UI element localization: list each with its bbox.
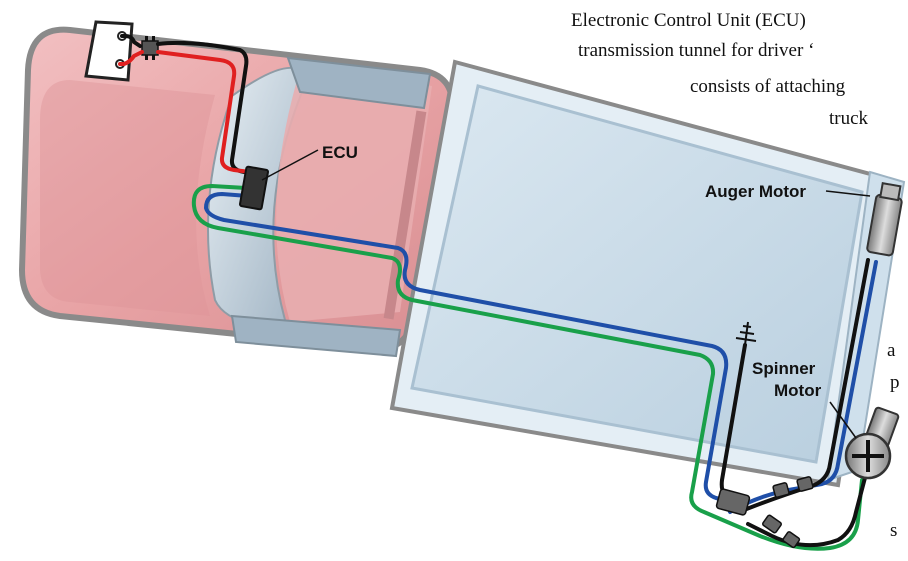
- relay-pin-4: [152, 55, 155, 60]
- side-window-bottom: [230, 314, 402, 358]
- auger-motor: [866, 182, 903, 257]
- wire-black-battery: [120, 34, 142, 48]
- body-text-fragment-s: s: [890, 520, 897, 541]
- auger-motor-cap: [879, 182, 902, 202]
- battery: [84, 20, 134, 82]
- spinner-motor: [844, 406, 900, 480]
- spinner-motor-leader-line: [829, 401, 857, 439]
- connector-spinner-2: [782, 531, 801, 549]
- connector-main: [715, 488, 751, 516]
- connector-spinner-1: [762, 514, 782, 534]
- connector-auger-1: [772, 482, 790, 498]
- ecu-box: [239, 165, 269, 211]
- relay-pin-2: [152, 36, 155, 41]
- ecu-label: ECU: [322, 143, 358, 162]
- body-text-fragment-a: a: [887, 340, 896, 361]
- relay-pin-1: [145, 36, 148, 41]
- relay: [141, 36, 159, 60]
- side-window-top: [286, 56, 432, 110]
- truck-bed: [389, 59, 906, 488]
- wire-blue-spinner: [204, 192, 742, 506]
- ecu-unit: [239, 149, 319, 211]
- spinner-motor-label-line1: Spinner: [752, 359, 816, 378]
- wire-green: [191, 184, 864, 551]
- cab-hood-shade: [40, 80, 215, 316]
- relay-body: [141, 40, 159, 56]
- relay-pin-3: [145, 55, 148, 60]
- body-text-line4: truck: [829, 108, 869, 129]
- battery-body: [84, 20, 134, 82]
- ecu-leader-line: [261, 149, 319, 181]
- body-text: Electronic Control Unit (ECU) transmissi…: [571, 10, 900, 541]
- auger-motor-label: Auger Motor: [705, 182, 806, 201]
- harness-connectors: [715, 476, 814, 549]
- wire-red-power: [118, 50, 252, 174]
- connector-auger-2: [796, 476, 814, 492]
- ground-symbol: [735, 321, 757, 346]
- spinner-motor-label-line2: Motor: [774, 381, 822, 400]
- cab-right-edge: [383, 110, 427, 320]
- body-text-line1: Electronic Control Unit (ECU): [571, 10, 806, 31]
- truck-cab: [18, 26, 456, 358]
- auger-motor-leader-line: [825, 190, 871, 197]
- body-text-fragment-p: p: [890, 372, 900, 393]
- body-text-line2: transmission tunnel for driver ‘: [578, 40, 814, 61]
- body-text-line3: consists of attaching: [690, 76, 846, 97]
- bed-floor: [410, 84, 864, 464]
